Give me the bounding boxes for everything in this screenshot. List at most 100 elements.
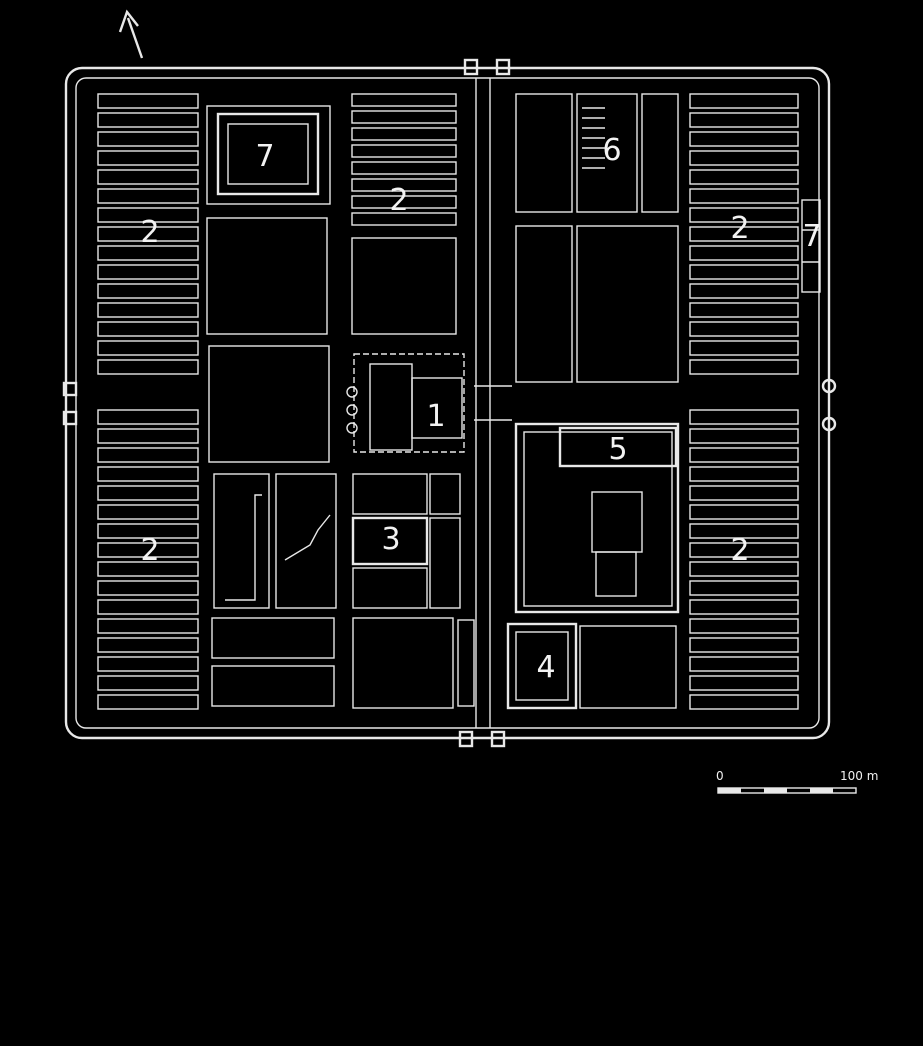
barrack-strip xyxy=(97,264,199,280)
barrack-strip xyxy=(97,245,199,261)
barrack-strip xyxy=(689,150,799,166)
commander-house xyxy=(514,422,680,614)
baths-area xyxy=(515,93,679,383)
barrack-strip xyxy=(689,207,799,223)
barrack-strip xyxy=(351,110,457,124)
gate-east xyxy=(821,378,837,432)
barrack-strip xyxy=(351,212,457,226)
headquarters xyxy=(346,353,465,453)
barrack-strip xyxy=(351,93,457,107)
barrack-strip xyxy=(97,283,199,299)
barrack-strip xyxy=(689,93,799,109)
outer-wall xyxy=(64,66,831,740)
barrack-strip xyxy=(689,447,799,463)
label-headquarters: 1 xyxy=(426,399,445,434)
scale-start: 0 xyxy=(716,769,724,783)
barrack-strip xyxy=(689,131,799,147)
barrack-strip xyxy=(689,409,799,425)
barrack-strip xyxy=(351,127,457,141)
barrack-strip xyxy=(97,580,199,596)
barrack-strip xyxy=(689,359,799,375)
barrack-strip xyxy=(689,169,799,185)
barrack-strip xyxy=(689,637,799,653)
barrack-strips xyxy=(97,93,799,710)
barrack-strip xyxy=(689,618,799,634)
barrack-strip xyxy=(97,207,199,223)
barrack-strip xyxy=(97,409,199,425)
storehouse xyxy=(351,473,475,709)
barrack-strip xyxy=(97,504,199,520)
barrack-strip xyxy=(689,656,799,672)
barrack-strip xyxy=(351,178,457,192)
barrack-strip xyxy=(97,321,199,337)
barrack-strip xyxy=(97,637,199,653)
label-barracks-n-center: 2 xyxy=(389,183,408,218)
north-arrow-icon xyxy=(118,9,144,59)
barrack-strip xyxy=(689,694,799,710)
barrack-strip xyxy=(97,112,199,128)
barrack-strip xyxy=(97,188,199,204)
barrack-strip xyxy=(689,466,799,482)
label-building-7-north: 7 xyxy=(255,139,274,174)
barrack-strip xyxy=(97,675,199,691)
label-baths: 6 xyxy=(602,133,621,168)
barrack-strip xyxy=(689,485,799,501)
building-7-north xyxy=(206,105,331,205)
label-building-7-east: 7 xyxy=(802,219,821,254)
center-north-blocks xyxy=(351,237,457,335)
barrack-strip xyxy=(97,618,199,634)
label-barracks-se: 2 xyxy=(730,533,749,568)
gate-west xyxy=(62,381,78,426)
barrack-strip xyxy=(689,188,799,204)
barrack-strip xyxy=(97,169,199,185)
barrack-strip xyxy=(97,656,199,672)
barrack-strip xyxy=(689,245,799,261)
scale-end: 100 m xyxy=(840,769,878,783)
barrack-strip xyxy=(351,161,457,175)
workshop xyxy=(506,622,677,710)
scale-bar: 0 100 m xyxy=(716,769,878,794)
barrack-strip xyxy=(689,428,799,444)
label-barracks-sw: 2 xyxy=(140,533,159,568)
barrack-strip xyxy=(689,264,799,280)
label-barracks-nw: 2 xyxy=(140,215,159,250)
barrack-strip xyxy=(351,195,457,209)
barrack-strip xyxy=(97,359,199,375)
left-blocks xyxy=(206,217,337,707)
barrack-strip xyxy=(97,340,199,356)
barrack-strip xyxy=(689,340,799,356)
gate-south xyxy=(458,730,506,748)
barrack-strip xyxy=(689,542,799,558)
barrack-strip xyxy=(689,112,799,128)
barrack-strip xyxy=(689,321,799,337)
central-street xyxy=(474,78,512,728)
barrack-strip xyxy=(97,226,199,242)
barrack-strip xyxy=(689,675,799,691)
barrack-strip xyxy=(97,428,199,444)
barrack-strip xyxy=(97,694,199,710)
inner-wall xyxy=(75,77,820,729)
barrack-strip xyxy=(689,283,799,299)
label-workshop: 4 xyxy=(536,650,555,685)
barrack-strip xyxy=(689,504,799,520)
barrack-strip xyxy=(97,150,199,166)
barrack-strip xyxy=(97,523,199,539)
gate-north xyxy=(463,58,511,76)
barrack-strip xyxy=(689,561,799,577)
barrack-strip xyxy=(97,599,199,615)
barrack-strip xyxy=(97,93,199,109)
barrack-strip xyxy=(689,523,799,539)
label-barracks-ne: 2 xyxy=(730,211,749,246)
barrack-strip xyxy=(689,302,799,318)
barrack-strip xyxy=(97,302,199,318)
barrack-strip xyxy=(97,485,199,501)
barrack-strip xyxy=(97,542,199,558)
barrack-strip xyxy=(97,466,199,482)
barrack-strip xyxy=(97,131,199,147)
barrack-strip xyxy=(689,599,799,615)
barrack-strip xyxy=(689,580,799,596)
label-commander-house: 5 xyxy=(608,432,627,467)
label-storehouse: 3 xyxy=(381,522,400,557)
barrack-strip xyxy=(351,144,457,158)
